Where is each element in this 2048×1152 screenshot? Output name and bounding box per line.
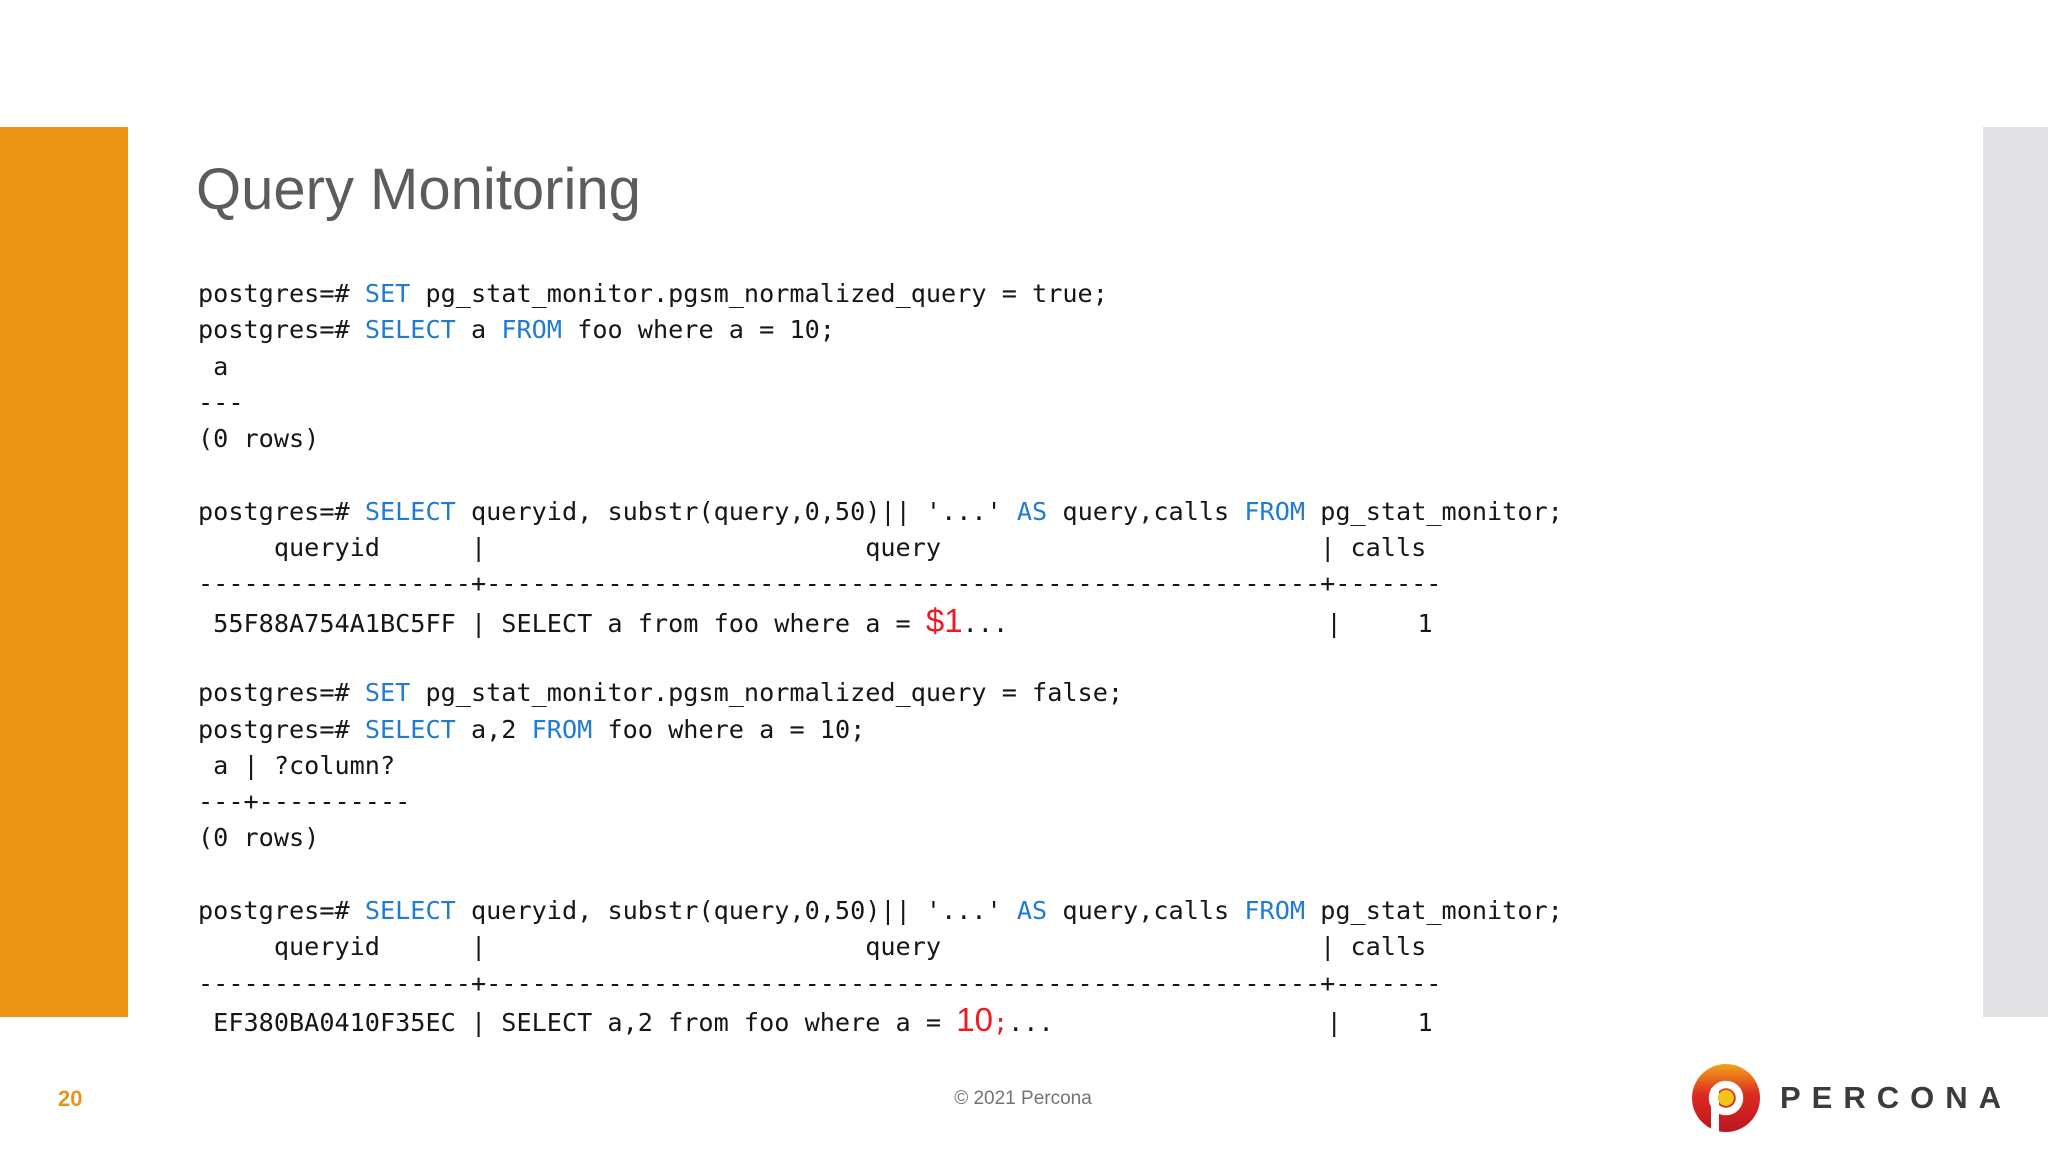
terminal-line: postgres=# SET pg_stat_monitor.pgsm_norm… bbox=[198, 675, 1563, 711]
terminal-line: queryid | query | calls bbox=[198, 530, 1563, 566]
terminal-text: postgres=# bbox=[198, 678, 365, 708]
terminal-text: queryid | query | calls bbox=[198, 932, 1427, 962]
sql-keyword: SET bbox=[364, 279, 411, 308]
terminal-text: a | ?column? bbox=[198, 750, 396, 780]
terminal-line: (0 rows) bbox=[198, 820, 1563, 856]
percona-logo: PERCONA bbox=[1690, 1062, 2012, 1134]
terminal-text: pg_stat_monitor; bbox=[1305, 496, 1563, 526]
terminal-text: pg_stat_monitor.pgsm_normalized_query = … bbox=[410, 678, 1124, 708]
terminal-line: queryid | query | calls bbox=[198, 929, 1563, 965]
terminal-line: postgres=# SELECT queryid, substr(query,… bbox=[198, 494, 1563, 530]
terminal-text: --- bbox=[198, 387, 244, 417]
sql-keyword: FROM bbox=[1244, 496, 1306, 526]
terminal-text: query,calls bbox=[1047, 896, 1245, 926]
sql-keyword: SET bbox=[364, 678, 411, 708]
terminal-text: foo where a = 10; bbox=[561, 315, 835, 345]
terminal-text: postgres=# bbox=[198, 496, 365, 526]
terminal-text: (0 rows) bbox=[198, 424, 320, 454]
terminal-text: a bbox=[198, 351, 229, 381]
left-accent-bar bbox=[0, 127, 128, 1017]
terminal-line bbox=[198, 457, 1563, 493]
terminal-line: EF380BA0410F35EC | SELECT a,2 from foo w… bbox=[198, 1000, 1563, 1038]
page-number: 20 bbox=[58, 1086, 83, 1111]
terminal-text: a,2 bbox=[455, 714, 532, 744]
terminal-line: a | ?column? bbox=[198, 748, 1563, 784]
terminal-text: | 1 bbox=[1008, 608, 1433, 638]
sql-keyword: AS bbox=[1016, 496, 1048, 526]
terminal-text: EF380BA0410F35EC | SELECT a,2 from foo w… bbox=[198, 1007, 957, 1037]
terminal-text: query,calls bbox=[1047, 496, 1245, 526]
terminal-text: queryid, substr(query,0,50)|| '...' bbox=[455, 496, 1017, 526]
terminal-text: pg_stat_monitor.pgsm_normalized_query = … bbox=[410, 279, 1108, 308]
sql-keyword: AS bbox=[1016, 896, 1048, 926]
terminal-line: ---+---------- bbox=[198, 784, 1563, 820]
terminal-line: postgres=# SELECT a,2 FROM foo where a =… bbox=[198, 712, 1563, 748]
page-title: Query Monitoring bbox=[196, 157, 641, 222]
sql-keyword: FROM bbox=[531, 714, 593, 744]
terminal-text: 55F88A754A1BC5FF | SELECT a from foo whe… bbox=[198, 608, 926, 638]
terminal-text: queryid, substr(query,0,50)|| '...' bbox=[455, 896, 1017, 926]
footer-copyright: © 2021 Percona bbox=[954, 1088, 1092, 1109]
terminal-text: ... bbox=[962, 608, 1009, 638]
sql-keyword: SELECT bbox=[364, 315, 456, 345]
terminal-text: queryid | query | calls bbox=[198, 533, 1427, 563]
terminal-text: postgres=# bbox=[198, 896, 365, 926]
terminal-text: | 1 bbox=[1053, 1007, 1433, 1037]
terminal-line: ------------------+---------------------… bbox=[198, 566, 1563, 602]
percona-logo-text: PERCONA bbox=[1779, 1080, 2012, 1115]
right-accent-bar bbox=[1983, 127, 2048, 1017]
terminal-text: foo where a = 10; bbox=[592, 714, 866, 744]
sql-keyword: SELECT bbox=[364, 496, 456, 526]
sql-keyword: FROM bbox=[1244, 896, 1306, 926]
terminal-line bbox=[198, 857, 1563, 893]
highlighted-value: ; bbox=[992, 1007, 1009, 1037]
highlighted-value: $1 bbox=[925, 601, 963, 639]
terminal-line bbox=[198, 639, 1563, 675]
sql-keyword: SELECT bbox=[364, 714, 456, 744]
percona-logo-mark-icon bbox=[1691, 1064, 1760, 1132]
terminal-line: postgres=# SET pg_stat_monitor.pgsm_norm… bbox=[198, 276, 1563, 312]
highlighted-value: 10 bbox=[956, 1000, 993, 1038]
terminal-text: ... bbox=[1008, 1007, 1054, 1037]
terminal-text: (0 rows) bbox=[198, 823, 320, 853]
terminal-line: --- bbox=[198, 385, 1563, 421]
sql-keyword: FROM bbox=[501, 315, 562, 345]
terminal-text: ------------------+---------------------… bbox=[198, 968, 1442, 998]
terminal-output: postgres=# SET pg_stat_monitor.pgsm_norm… bbox=[198, 276, 1563, 1038]
terminal-line: (0 rows) bbox=[198, 421, 1563, 457]
terminal-line: postgres=# SELECT a FROM foo where a = 1… bbox=[198, 312, 1563, 348]
sql-keyword: SELECT bbox=[364, 896, 456, 926]
terminal-text: ------------------+---------------------… bbox=[198, 569, 1442, 599]
terminal-line: ------------------+---------------------… bbox=[198, 966, 1563, 1002]
terminal-text: pg_stat_monitor; bbox=[1305, 896, 1563, 926]
terminal-text: postgres=# bbox=[198, 279, 365, 308]
terminal-text: postgres=# bbox=[198, 315, 365, 345]
terminal-line: postgres=# SELECT queryid, substr(query,… bbox=[198, 893, 1563, 929]
terminal-text: a bbox=[455, 315, 502, 345]
terminal-line: 55F88A754A1BC5FF | SELECT a from foo whe… bbox=[198, 601, 1563, 639]
terminal-line: a bbox=[198, 349, 1563, 385]
terminal-text: ---+---------- bbox=[198, 787, 411, 817]
terminal-text: postgres=# bbox=[198, 714, 365, 744]
